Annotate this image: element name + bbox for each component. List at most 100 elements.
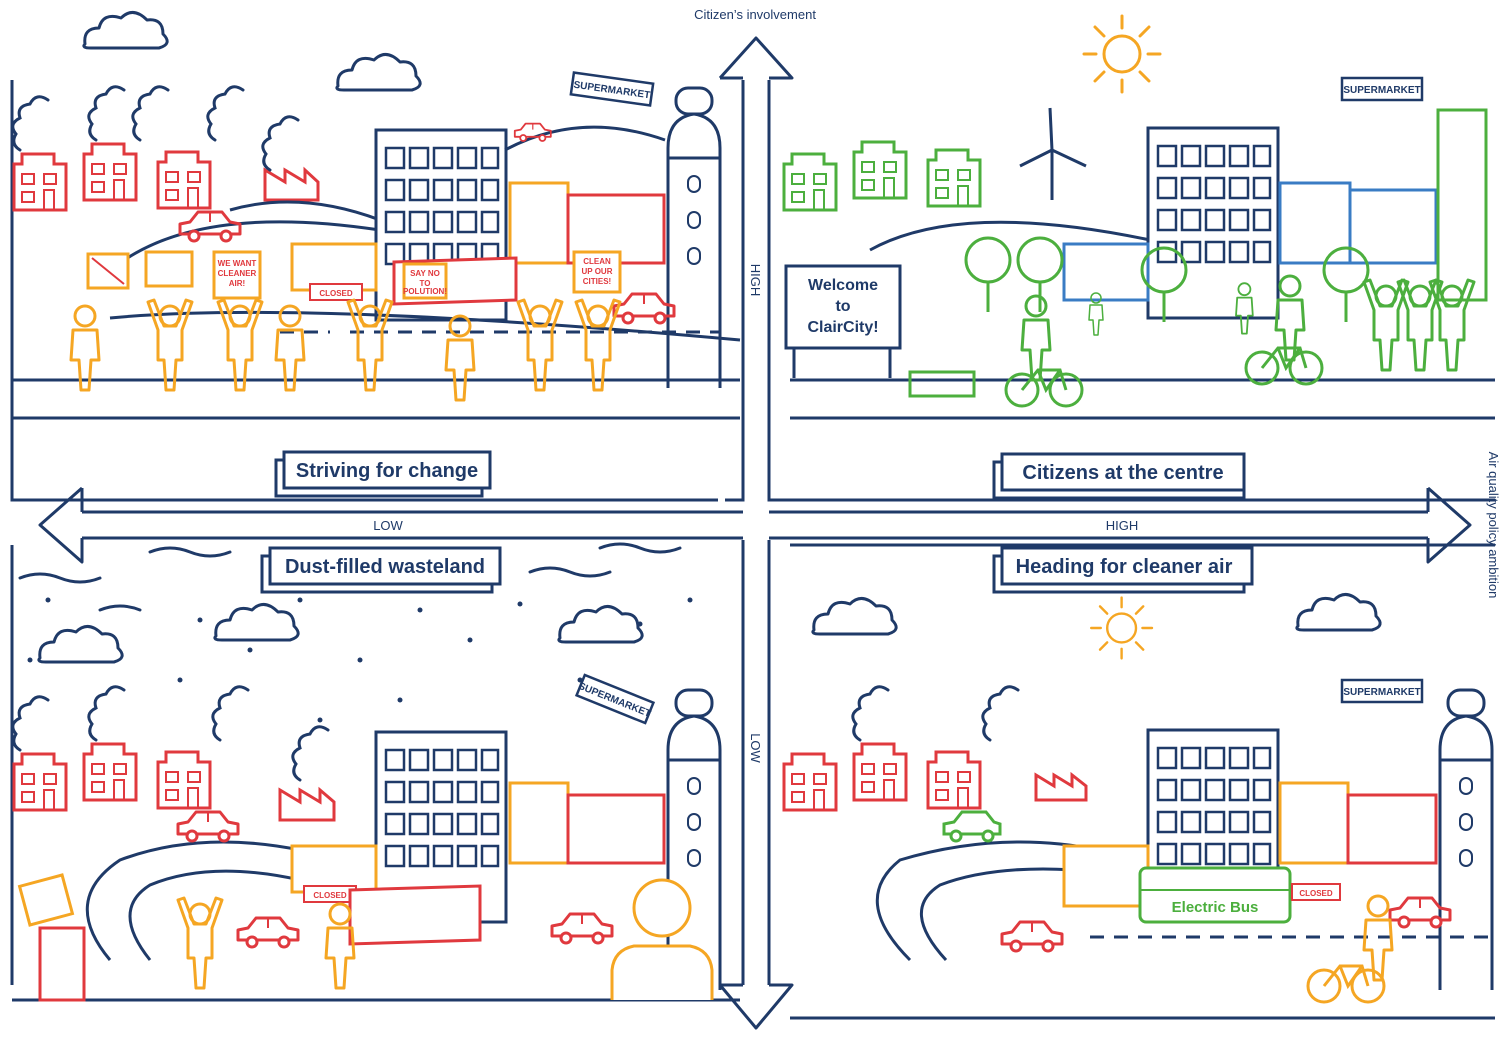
bike-sign <box>146 252 192 286</box>
dust-particles <box>28 598 693 723</box>
factory-icon <box>1036 775 1086 800</box>
svg-text:CLEANER: CLEANER <box>218 269 257 278</box>
smoke-icon <box>89 687 124 740</box>
smoke-icon <box>853 687 888 740</box>
discarded-sign <box>20 875 73 925</box>
car-icon <box>552 914 612 943</box>
smoke-icon <box>13 697 48 750</box>
orange-building <box>1280 783 1348 863</box>
bus-icon: Electric Bus <box>1140 868 1290 922</box>
quadrant-title-bottom-right: Heading for cleaner air <box>1016 556 1233 578</box>
cloud-icon <box>84 12 167 48</box>
sun-icon <box>1091 598 1152 659</box>
closed-sign: CLOSED <box>319 289 353 298</box>
house-icon <box>84 744 136 800</box>
orange-building <box>510 783 568 863</box>
quadrant-title-top-right: Citizens at the centre <box>1022 462 1223 484</box>
house-icon <box>854 142 906 198</box>
masked-person-icon <box>634 880 690 936</box>
welcome-sign: Welcome to ClairCity! <box>786 266 900 378</box>
welcome-line-2: to <box>835 298 850 315</box>
person-icon <box>1022 296 1050 380</box>
vertical-axis-title: Citizen’s involvement <box>694 7 816 22</box>
office-building <box>1148 128 1278 318</box>
svg-text:POLUTION!: POLUTION! <box>403 287 447 296</box>
cloud-icon <box>39 626 122 662</box>
blue-building <box>1350 190 1436 263</box>
svg-text:CLEAN: CLEAN <box>583 257 611 266</box>
welcome-line-1: Welcome <box>808 277 878 294</box>
orange-building <box>510 183 568 263</box>
house-icon <box>14 754 66 810</box>
quadrant-bottom-right-scene: SUPERMARKET Electric Bus CLOSED <box>784 548 1495 1018</box>
house-icon <box>928 150 980 206</box>
electric-bus-label: Electric Bus <box>1172 899 1259 916</box>
horizontal-high-label: HIGH <box>1106 518 1139 533</box>
house-icon <box>158 752 210 808</box>
smoke-icon <box>89 87 124 140</box>
svg-text:SAY NO: SAY NO <box>410 269 440 278</box>
car-icon <box>1002 922 1062 951</box>
person-icon <box>326 904 354 988</box>
smoke-icon <box>133 87 168 140</box>
svg-text:CITIES!: CITIES! <box>583 277 611 286</box>
cloud-icon <box>813 598 896 634</box>
vertical-low-label: LOW <box>748 733 763 763</box>
title-box-top-left: Striving for change <box>276 452 490 496</box>
welcome-line-3: ClairCity! <box>807 319 878 336</box>
tower-building <box>1440 690 1492 990</box>
smoke-icon <box>983 687 1018 740</box>
svg-text:AIR!: AIR! <box>229 279 245 288</box>
tree-icon <box>1018 238 1062 312</box>
title-box-top-right: Citizens at the centre <box>994 454 1244 498</box>
cloud-icon <box>559 606 642 642</box>
closed-sign-2: CLOSED <box>313 891 347 900</box>
car-icon <box>614 294 674 323</box>
smoke-icon <box>13 97 48 150</box>
smoke-icon <box>213 687 248 740</box>
person-icon <box>518 300 562 390</box>
tree-icon <box>966 238 1010 312</box>
supermarket-label-2: SUPERMARKET <box>1343 85 1420 96</box>
svg-text:UP OUR: UP OUR <box>582 267 613 276</box>
factory-icon <box>280 790 334 820</box>
blue-shop <box>1064 244 1148 300</box>
person-icon <box>71 306 99 390</box>
vertical-high-label: HIGH <box>748 264 763 297</box>
red-building <box>568 795 664 863</box>
cloud-icon <box>1297 594 1380 630</box>
wind-turbine-icon <box>1020 108 1086 200</box>
car-icon <box>178 812 238 841</box>
shop-front <box>1064 846 1148 906</box>
horizontal-low-label: LOW <box>373 518 403 533</box>
quadrant-top-right-scene: SUPERMARKET Welcome to ClairCity! <box>784 16 1495 498</box>
house-icon <box>158 152 210 208</box>
horizontal-axis-title: Air quality policy ambition <box>1486 452 1501 599</box>
cloud-icon <box>215 604 298 640</box>
house-icon <box>854 744 906 800</box>
cyclist <box>1308 896 1392 1002</box>
red-building <box>1348 795 1436 863</box>
bicycle-icon <box>1006 370 1082 406</box>
smoke-icon <box>208 87 243 140</box>
quadrant-top-left-scene: SUPERMARKET CLOSED WE WANT CLEANER <box>12 12 740 496</box>
person-icon <box>276 306 304 390</box>
smoke-icon <box>293 727 328 780</box>
car-icon <box>944 812 1000 841</box>
title-box-bottom-left: Dust-filled wasteland <box>262 548 500 592</box>
house-icon <box>14 154 66 210</box>
blue-building <box>1280 183 1350 263</box>
tower-building <box>668 88 720 388</box>
house-icon <box>784 154 836 210</box>
trash-bin <box>40 928 84 1000</box>
title-box-bottom-right: Heading for cleaner air <box>994 548 1252 592</box>
truck-icon <box>350 886 480 944</box>
house-icon <box>84 144 136 200</box>
quadrant-title-top-left: Striving for change <box>296 460 478 482</box>
car-icon <box>238 918 298 947</box>
sun-icon <box>1084 16 1160 92</box>
person-icon <box>446 316 474 400</box>
quadrant-title-bottom-left: Dust-filled wasteland <box>285 556 485 578</box>
supermarket-label-4: SUPERMARKET <box>1343 687 1420 698</box>
